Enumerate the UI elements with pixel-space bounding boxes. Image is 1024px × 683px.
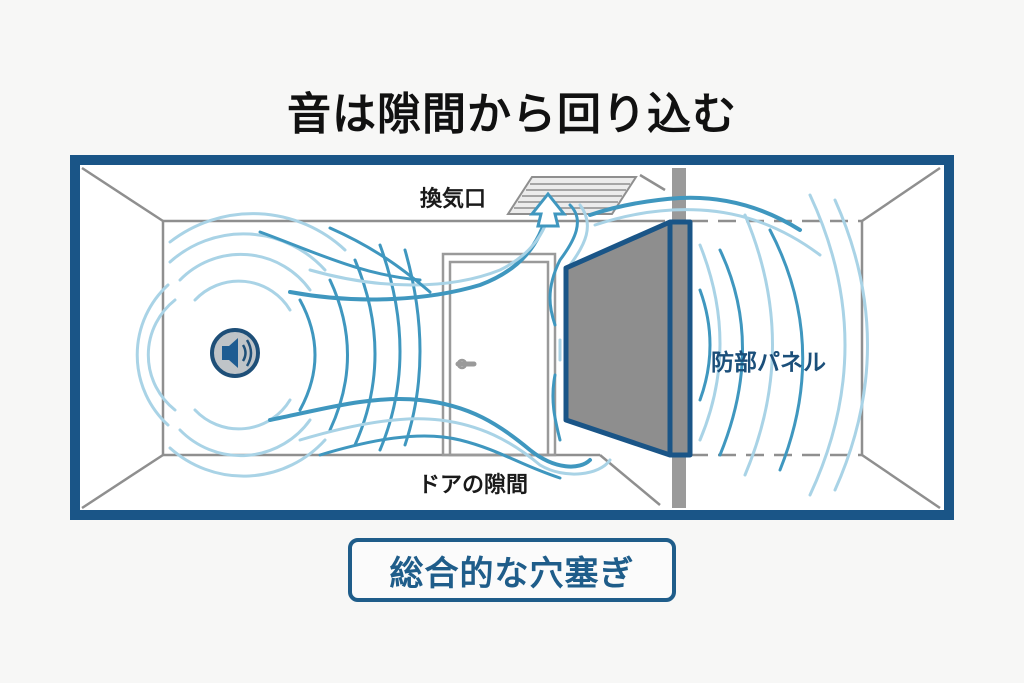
arrow-up-icon: [528, 191, 568, 228]
door: [441, 252, 557, 457]
summary-text: 総合的な穴塞ぎ: [389, 553, 635, 594]
diagram-title: 音は隙間から回り込む: [287, 89, 737, 140]
door-gap-label: ドアの隙間: [418, 473, 529, 498]
panel-label: 防部パネル: [711, 350, 826, 376]
flow-around-panel: [548, 195, 822, 442]
flow-to-vent: [258, 191, 568, 302]
soundproof-panel: [563, 219, 693, 458]
summary-box: 総合的な穴塞ぎ: [348, 538, 676, 602]
vent-label: 換気口: [420, 187, 487, 212]
speaker-icon: [210, 328, 260, 378]
sound-waves-right: [698, 193, 869, 497]
flow-door-gap: [268, 397, 612, 480]
